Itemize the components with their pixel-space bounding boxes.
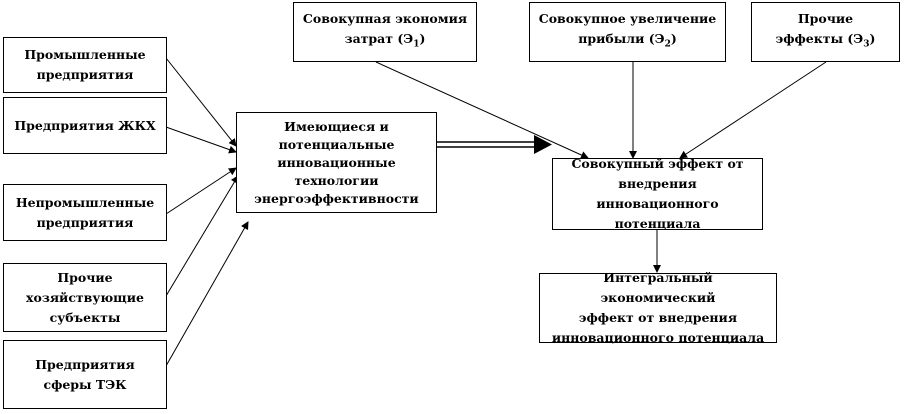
arrow-other-effects-to-total <box>679 61 827 159</box>
box-line: хозяйствующие <box>26 289 144 305</box>
box-line: предприятия <box>36 67 134 82</box>
box-line: эффект от внедрения <box>578 310 738 325</box>
box-total-profit-increase: Совокупное увеличение прибыли (Э2) <box>529 2 726 62</box>
formula-text: прибыли (Э <box>578 31 665 47</box>
arrow-industrial-to-tech <box>165 57 237 147</box>
box-line: Прочие <box>797 11 854 27</box>
box-housing-utilities: Предприятия ЖКХ <box>3 97 167 154</box>
box-line: инновационные <box>277 154 396 170</box>
box-line: субъекты <box>49 309 121 325</box>
box-line: Промышленные <box>24 47 146 62</box>
box-other-entities: Прочие хозяйствующие субъекты <box>3 263 167 332</box>
box-line: Прочие <box>57 269 113 285</box>
box-line: потенциальные <box>278 136 395 152</box>
box-line: технологии <box>294 172 379 188</box>
arrow-nonindustrial-to-tech <box>165 167 237 215</box>
box-integral-economic-effect: Интегральный экономический эффект от вне… <box>539 270 777 345</box>
formula-close: ) <box>419 31 426 47</box>
box-industrial-enterprises: Промышленные предприятия <box>3 37 167 93</box>
box-total-cost-savings: Совокупная экономия затрат (Э1) <box>293 2 477 62</box>
subscript: 1 <box>413 39 420 50</box>
arrow-fuel-energy-to-tech <box>165 221 249 367</box>
box-line-formula: прибыли (Э2) <box>539 29 716 55</box>
box-line: сферы ТЭК <box>43 376 127 392</box>
arrow-housing-to-tech <box>165 126 237 154</box>
box-line: внедрения инновационного <box>596 176 719 211</box>
box-line: Непромышленные <box>15 194 155 210</box>
box-line: Интегральный экономический <box>600 270 716 305</box>
box-line: потенциала <box>614 216 701 231</box>
box-line-formula: эффекты (Э3) <box>776 29 876 55</box>
box-nonindustrial-enterprises: Непромышленные предприятия <box>3 184 167 241</box>
box-line: Совокупная экономия <box>302 11 468 27</box>
formula-text: затрат (Э <box>344 31 414 47</box>
subscript: 2 <box>664 39 671 50</box>
arrow-other-to-tech <box>165 175 239 297</box>
box-line: предприятия <box>36 214 134 230</box>
double-arrow-head <box>534 135 552 154</box>
arrow-savings-to-total <box>375 61 589 159</box>
formula-close: ) <box>869 31 876 47</box>
box-total-effect: Совокупный эффект от внедрения инновацио… <box>552 156 763 231</box>
box-innovation-technologies: Имеющиеся и потенциальные инновационные … <box>236 112 437 213</box>
box-other-effects: Прочие эффекты (Э3) <box>751 2 900 62</box>
box-line: Предприятия ЖКХ <box>14 117 156 133</box>
box-line: Имеющиеся и <box>284 118 389 134</box>
box-fuel-energy-sector: Предприятия сферы ТЭК <box>3 340 167 409</box>
subscript: 3 <box>863 39 870 50</box>
box-line: Совокупное увеличение <box>538 11 717 27</box>
box-line: Совокупный эффект от <box>571 156 744 171</box>
box-line: энергоэффективности <box>254 190 419 206</box>
box-line-formula: затрат (Э1) <box>303 29 467 55</box>
formula-close: ) <box>670 31 677 47</box>
box-line: Предприятия <box>35 356 135 372</box>
formula-text: эффекты (Э <box>775 31 864 47</box>
box-line: инновационного потенциала <box>551 330 765 345</box>
